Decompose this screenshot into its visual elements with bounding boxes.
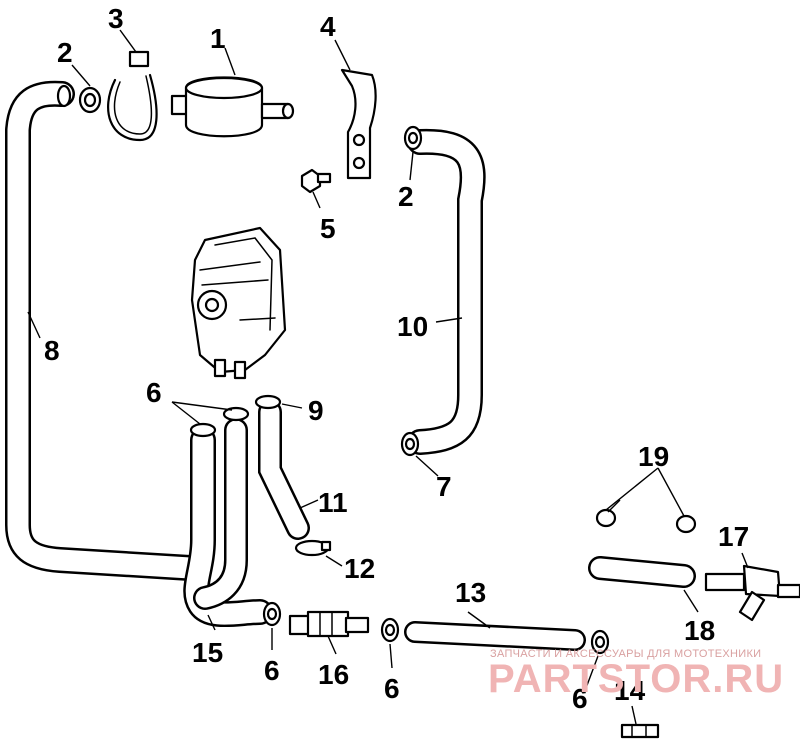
callout-2: 2	[57, 37, 73, 68]
callout-19: 19	[638, 441, 669, 472]
callout-6-bottom-mid: 6	[384, 673, 400, 704]
clamp-12	[294, 539, 332, 557]
fuel-filter-1	[170, 76, 295, 138]
callout-7: 7	[436, 471, 452, 502]
callout-1: 1	[210, 23, 226, 54]
callout-16: 16	[318, 659, 349, 690]
callout-14: 14	[614, 675, 646, 706]
connector-16	[288, 610, 370, 638]
hose-11	[258, 400, 310, 540]
hose-13	[404, 621, 586, 651]
callout-4: 4	[320, 11, 336, 42]
clamp-7	[400, 431, 420, 457]
clamps-6-pump	[189, 394, 282, 438]
clamp-2-right	[403, 125, 423, 151]
watermark-brand: PARTSTOR.RU	[488, 657, 784, 701]
clamp-6-bottom-right	[590, 629, 610, 655]
hose-8	[5, 80, 203, 581]
strap-3	[107, 50, 158, 142]
clamps-19	[595, 508, 697, 534]
leader-lines	[27, 29, 749, 725]
hose-15	[183, 418, 273, 628]
callout-10: 10	[397, 311, 428, 342]
callout-8: 8	[44, 335, 60, 366]
connector-17	[704, 564, 800, 622]
callout-6-bottom-right: 6	[572, 683, 588, 714]
bracket-4	[340, 68, 377, 180]
hose-10	[407, 128, 486, 455]
callout-6-pump: 6	[146, 377, 162, 408]
callout-6-bottom-left: 6	[264, 655, 280, 686]
callout-12: 12	[344, 553, 375, 584]
clamp-2-left	[78, 86, 102, 114]
fuel-pump	[190, 226, 287, 380]
callout-18: 18	[684, 615, 715, 646]
watermark-tagline: ЗАПЧАСТИ И АКСЕССУАРЫ ДЛЯ МОТОТЕХНИКИ	[490, 648, 761, 660]
fitting-14	[620, 723, 660, 739]
clamp-6-bottom-mid	[380, 617, 400, 643]
callout-11: 11	[318, 487, 348, 518]
callout-15: 15	[192, 637, 223, 668]
callout-5: 5	[320, 213, 336, 244]
clamp-6-bottom-left	[262, 601, 282, 627]
screw-5	[300, 168, 332, 194]
callout-17: 17	[718, 521, 749, 552]
callout-13: 13	[455, 577, 486, 608]
callout-9: 9	[308, 395, 324, 426]
callout-3: 3	[108, 3, 124, 34]
hose-18	[588, 556, 696, 588]
callout-2-right: 2	[398, 181, 414, 212]
